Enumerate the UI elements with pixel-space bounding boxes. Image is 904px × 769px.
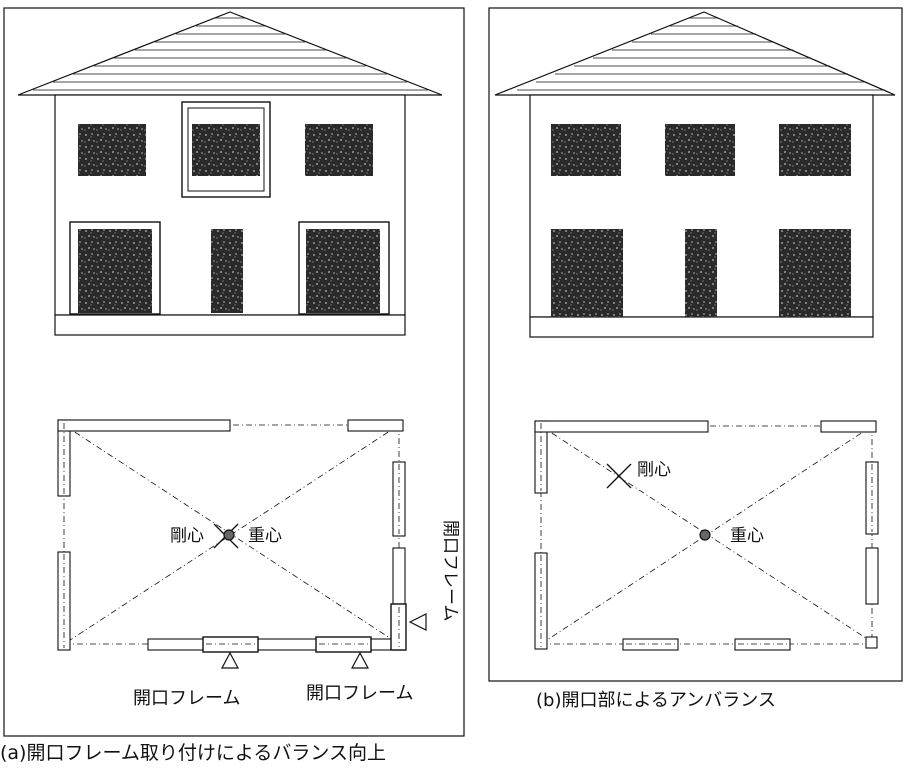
triangle-indicator [408, 613, 427, 631]
window [211, 229, 243, 313]
gravity-center-marker [223, 529, 235, 541]
panel-a-border [3, 7, 465, 737]
floor-plan-b: 剛心 重心 [534, 420, 879, 651]
wall [734, 638, 791, 651]
wall [534, 552, 548, 650]
window [551, 229, 623, 317]
gravity-center-marker [699, 529, 711, 541]
house-elevation-b [494, 11, 896, 338]
panel-b: 剛心 重心 (b)開口部によるアンバランス [488, 7, 903, 711]
window [78, 124, 146, 176]
window [306, 229, 380, 313]
panel-a: 剛心 重心 開口フレーム 開口フレーム 開口フレーム (a)開口フレーム取り付け… [0, 7, 465, 764]
triangle-indicator [351, 651, 369, 669]
window [78, 229, 152, 313]
house-base [529, 316, 874, 338]
window [665, 124, 735, 176]
wall [865, 636, 878, 649]
caption-b: (b)開口部によるアンバランス [536, 690, 776, 711]
roof [494, 11, 896, 96]
label-opening-frame-right: 開口フレーム [306, 683, 413, 704]
house-elevation-a [17, 11, 443, 336]
wall [57, 551, 71, 651]
window [779, 124, 851, 176]
label-gravity-center-b: 重心 [730, 526, 764, 546]
wall [347, 419, 404, 432]
rigidity-center-marker [606, 463, 632, 489]
opening-frame-plan [315, 636, 372, 653]
wall [392, 547, 406, 605]
window [192, 124, 260, 176]
window [305, 124, 373, 176]
label-rigidity-center-b: 剛心 [637, 460, 671, 480]
window [551, 124, 621, 176]
label-rigidity-center-a: 剛心 [170, 526, 204, 546]
label-opening-frame-vertical: 開口フレーム [440, 520, 460, 622]
opening-frame-plan [202, 636, 259, 653]
wall [865, 461, 879, 535]
label-opening-frame-left: 開口フレーム [133, 688, 240, 709]
panel-b-border [488, 7, 903, 682]
house-base [54, 314, 406, 336]
floor-plan-a: 剛心 重心 開口フレーム 開口フレーム 開口フレーム [57, 419, 460, 709]
triangle-indicator [221, 651, 239, 669]
wall [57, 419, 231, 432]
wall [622, 638, 679, 651]
window [779, 229, 851, 317]
window [685, 229, 717, 317]
caption-a: (a)開口フレーム取り付けによるバランス向上 [0, 742, 386, 764]
label-gravity-center-a: 重心 [248, 526, 282, 546]
roof [17, 11, 443, 96]
wall [865, 547, 879, 605]
opening-frame-plan [390, 603, 407, 651]
wall [534, 420, 709, 433]
wall [820, 420, 877, 433]
